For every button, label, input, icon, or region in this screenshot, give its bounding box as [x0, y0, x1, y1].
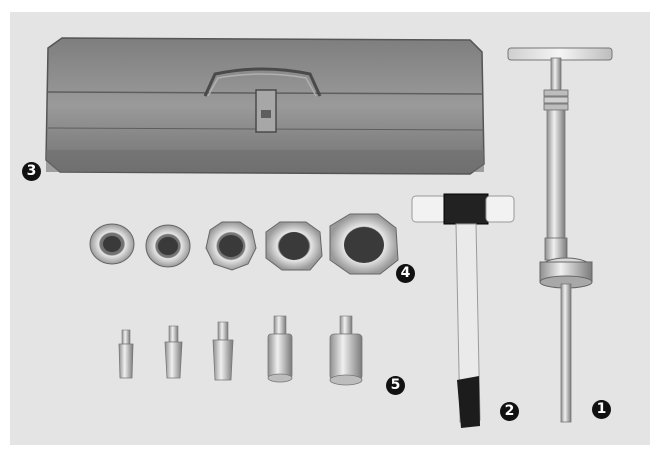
adapter-5	[329, 315, 363, 386]
nut-4	[265, 221, 323, 271]
adapter-set	[118, 315, 363, 386]
adapter-4	[267, 315, 293, 383]
nut-3	[205, 221, 257, 271]
label-adapters: 5	[386, 376, 405, 395]
label-hammer: 2	[500, 402, 519, 421]
adapter-3	[212, 321, 234, 381]
label-toolbox: 3	[22, 162, 41, 181]
nut-1	[89, 223, 135, 265]
soft-face-hammer	[411, 193, 515, 428]
slide-hammer-extractor	[507, 47, 613, 423]
label-extractor: 1	[592, 400, 611, 419]
adapter-1	[118, 329, 134, 379]
adapter-2	[164, 325, 183, 379]
nut-set	[89, 213, 399, 275]
nut-5	[329, 213, 399, 275]
toolbox	[45, 37, 485, 175]
nut-2	[145, 224, 191, 268]
label-nuts: 4	[396, 264, 415, 283]
